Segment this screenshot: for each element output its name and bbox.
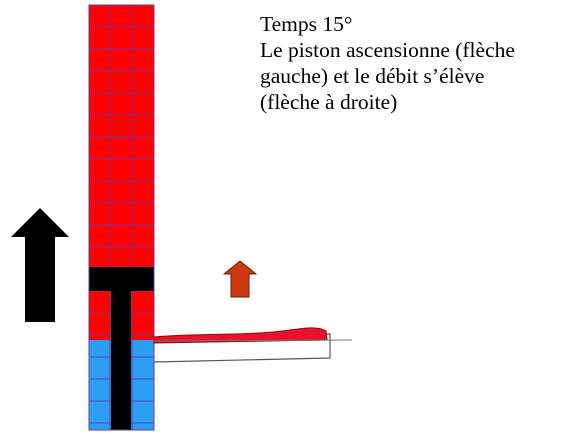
flow-channel <box>153 327 353 363</box>
caption-title: Temps 15° <box>260 12 353 36</box>
piston-head <box>89 267 154 291</box>
flow-reference-line <box>153 339 353 342</box>
flow-fill <box>153 327 328 344</box>
caption-line: gauche) et le débit s’élève <box>260 64 485 88</box>
caption-line: (flèche à droite) <box>260 90 398 114</box>
arrow-up-icon <box>222 260 258 298</box>
caption-text: Temps 15° Le piston ascensionne (flèche … <box>260 11 582 115</box>
caption-line: Le piston ascensionne (flèche <box>260 38 515 62</box>
cylinder-outline <box>88 4 155 431</box>
arrow-up-icon <box>11 208 69 322</box>
piston-rod <box>111 291 131 430</box>
